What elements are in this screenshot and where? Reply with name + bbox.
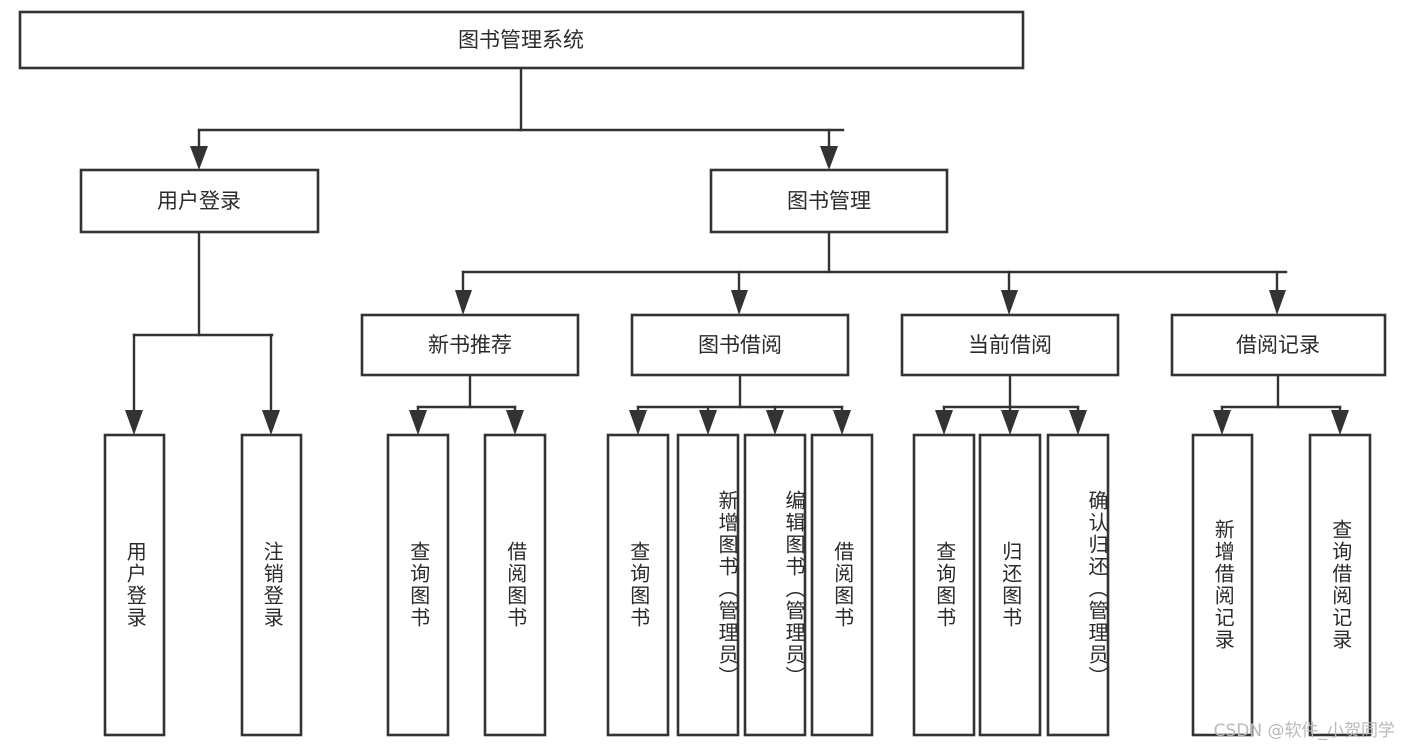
arrow-head-icon	[1269, 290, 1286, 315]
node-book-borrow-box[interactable]	[630, 313, 850, 377]
node-user-login[interactable]: 用户登录	[79, 168, 320, 234]
connector-root-to-level2	[190, 66, 845, 170]
arrow-head-icon	[262, 410, 280, 435]
node-book-management-label: 图书管理	[787, 189, 871, 213]
node-root-label: 图书管理系统	[458, 28, 584, 52]
arrow-head-icon	[1069, 410, 1087, 435]
node-new-book-recommend[interactable]: 新书推荐	[360, 313, 580, 377]
leaf-box-query-book-3[interactable]	[912, 433, 976, 737]
node-borrow-record-label: 借阅记录	[1236, 333, 1320, 357]
node-borrow-record-box[interactable]	[1170, 313, 1387, 377]
leaf-box-query-book-2[interactable]	[606, 433, 670, 737]
arrow-head-icon	[506, 410, 524, 435]
leaf-box-query-book-1[interactable]	[386, 433, 450, 737]
leaf-box-add-book-admin[interactable]	[676, 433, 740, 737]
node-borrow-record[interactable]: 借阅记录	[1170, 313, 1387, 377]
leaf-box-query-borrow-record[interactable]	[1308, 433, 1372, 737]
arrow-head-icon	[125, 410, 143, 435]
arrow-head-icon	[190, 146, 208, 170]
arrow-head-icon	[1213, 410, 1231, 435]
arrow-head-icon	[699, 410, 717, 435]
leaf-box-edit-book-admin[interactable]	[743, 433, 807, 737]
node-current-borrow[interactable]: 当前借阅	[900, 313, 1120, 377]
leaf-box-borrow-book-2[interactable]	[810, 433, 874, 737]
connector-newbook-to-leaves	[409, 373, 524, 435]
node-new-book-recommend-label: 新书推荐	[428, 333, 512, 357]
node-book-management-box[interactable]	[709, 168, 949, 234]
csdn-watermark: CSDN @软件_小贺同学	[1213, 721, 1395, 741]
node-current-borrow-box[interactable]	[900, 313, 1120, 377]
connector-userlogin-to-leaves	[125, 230, 280, 435]
connector-current-to-leaves	[935, 373, 1087, 435]
leaf-box-return-book[interactable]	[978, 433, 1042, 737]
arrow-head-icon	[1001, 410, 1019, 435]
node-root[interactable]: 图书管理系统	[18, 10, 1025, 70]
node-book-borrow-label: 图书借阅	[698, 333, 782, 357]
leaf-box-logout[interactable]	[240, 433, 303, 737]
node-book-borrow[interactable]: 图书借阅	[630, 313, 850, 377]
arrow-head-icon	[629, 410, 647, 435]
node-user-login-label: 用户登录	[157, 189, 241, 213]
node-new-book-recommend-box[interactable]	[360, 313, 580, 377]
arrow-head-icon	[409, 410, 427, 435]
leaf-box-add-borrow-record[interactable]	[1191, 433, 1254, 737]
node-root-box[interactable]	[18, 10, 1025, 70]
node-user-login-box[interactable]	[79, 168, 320, 234]
arrow-head-icon	[766, 410, 784, 435]
arrow-head-icon	[731, 290, 748, 315]
arrow-head-icon	[820, 146, 838, 170]
arrow-head-icon	[935, 410, 953, 435]
leaf-box-borrow-book-1[interactable]	[483, 433, 547, 737]
arrow-head-icon	[1331, 410, 1349, 435]
connector-bookmgmt-to-level3	[455, 230, 1288, 315]
node-current-borrow-label: 当前借阅	[968, 333, 1052, 357]
arrow-head-icon	[833, 410, 851, 435]
arrow-head-icon	[455, 290, 472, 315]
connector-record-to-leaves	[1213, 373, 1349, 435]
arrow-head-icon	[1001, 290, 1018, 315]
leaf-box-user-login[interactable]	[103, 433, 166, 737]
node-book-management[interactable]: 图书管理	[709, 168, 949, 234]
leaf-box-confirm-return-admin[interactable]	[1046, 433, 1110, 737]
connector-borrow-to-leaves	[629, 373, 851, 435]
